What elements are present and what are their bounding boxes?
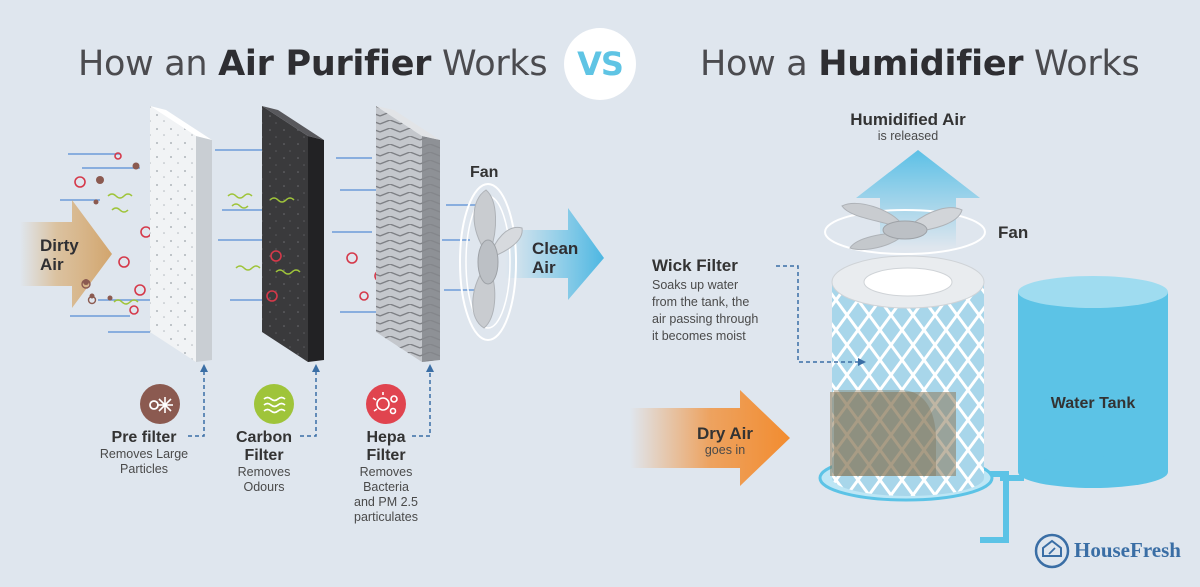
carbon-filter-panel [262,106,324,362]
pre-filter-panel [150,106,212,362]
pre-filter-label: Pre filter Removes Large Particles [99,429,189,476]
odour-waves-icon [254,384,294,424]
humidifier-fan [824,202,986,255]
dry-air-label: Dry Air goes in [696,424,754,458]
humidified-air-label: Humidified Air is released [850,110,966,144]
wick-filter-label: Wick Filter Soaks up water from the tank… [652,256,759,344]
water-tank-label: Water Tank [1050,395,1136,412]
humidifier-fan-label: Fan [998,223,1029,242]
vs-badge: VS [564,28,636,100]
humidifier-title: How a Humidifier Works [700,44,1140,84]
water-tank [980,276,1168,543]
clean-air-arrow [505,208,604,300]
airflow-lines [60,149,478,333]
brand-name: HouseFresh [1074,538,1181,562]
wick-connector [776,265,860,363]
dirty-particles [74,152,398,325]
filter-connectors [188,370,431,437]
carbon-filter-label: Carbon Filter Removes Odours [236,429,292,494]
housefresh-logo-icon [1034,533,1070,569]
purifier-fan-label: Fan [470,164,499,181]
bacteria-icon [366,384,406,424]
hepa-filter-panel [376,106,440,362]
particles-icon [140,384,180,424]
dry-air-arrow [630,390,790,486]
wick-filter-cylinder [830,255,985,496]
hepa-filter-label: Hepa Filter Removes Bacteria and PM 2.5 … [354,429,418,524]
purifier-title: How an Air Purifier Works [78,44,548,84]
purifier-fan [459,183,523,341]
